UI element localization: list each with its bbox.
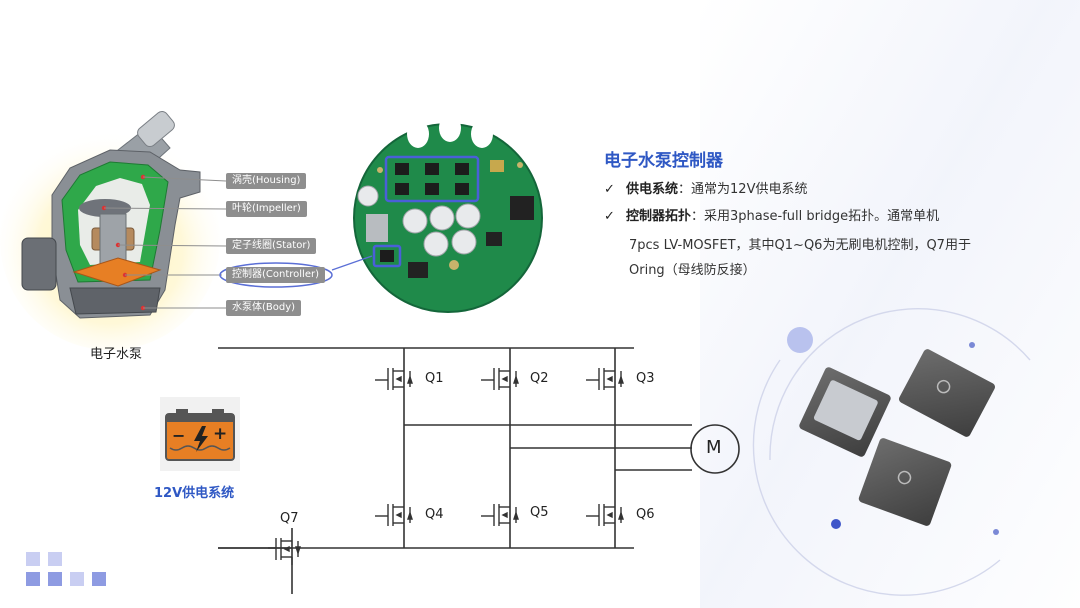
- point-label: 控制器拓扑: [626, 209, 692, 224]
- circuit-schematic: [218, 347, 740, 594]
- label-q3: Q3: [636, 371, 655, 386]
- point-text: 通常为12V供电系统: [691, 182, 808, 197]
- callout-housing: 涡壳(Housing): [226, 173, 307, 189]
- mosfet-q3: [586, 368, 624, 390]
- callout-stator: 定子线圈(Stator): [226, 238, 317, 254]
- point-continuation-2: Oring（母线防反接）: [629, 263, 756, 278]
- mosfet-q7: [268, 538, 301, 565]
- electric-pump-illustration: [0, 110, 333, 350]
- controller-leader-line: [331, 255, 373, 271]
- battery-minus: −: [172, 426, 186, 445]
- motor-label: M: [706, 437, 722, 458]
- mosfet-q5: [481, 504, 519, 526]
- point-colon: ：: [691, 209, 705, 224]
- slide-title: 电子水泵控制器: [604, 151, 723, 171]
- battery-plus: +: [213, 424, 228, 444]
- callout-controller: 控制器(Controller): [226, 267, 325, 283]
- motor-symbol: [690, 424, 740, 474]
- callout-body: 水泵体(Body): [226, 300, 302, 316]
- label-q6: Q6: [636, 507, 655, 522]
- point-label: 供电系统: [626, 182, 679, 197]
- point-colon: ：: [678, 182, 692, 197]
- decorative-squares: [26, 552, 106, 586]
- controller-pcb: [353, 114, 543, 313]
- label-q7: Q7: [280, 511, 299, 526]
- mosfet-q4: [375, 504, 413, 526]
- point-controller-topology: ✓ 控制器拓扑：采用3phase-full bridge拓扑。通常单机: [604, 204, 939, 229]
- label-q4: Q4: [425, 507, 444, 522]
- battery-caption: 12V供电系统: [154, 486, 235, 501]
- mosfet-q1: [375, 368, 413, 390]
- callout-impeller: 叶轮(Impeller): [226, 201, 307, 217]
- point-power-supply: ✓ 供电系统：通常为12V供电系统: [604, 177, 807, 202]
- battery-icon: [160, 397, 240, 471]
- label-q5: Q5: [530, 505, 549, 520]
- mosfet-q6: [586, 504, 624, 526]
- point-text: 采用3phase-full bridge拓扑。通常单机: [704, 209, 940, 224]
- point-continuation-1: 7pcs LV-MOSFET，其中Q1~Q6为无刷电机控制，Q7用于: [629, 238, 971, 253]
- check-icon: ✓: [604, 209, 615, 224]
- check-icon: ✓: [604, 182, 615, 197]
- mosfet-packages-decoration: [752, 308, 1031, 596]
- label-q2: Q2: [530, 371, 549, 386]
- pump-caption: 电子水泵: [90, 347, 143, 362]
- label-q1: Q1: [425, 371, 444, 386]
- mosfet-q2: [481, 368, 519, 390]
